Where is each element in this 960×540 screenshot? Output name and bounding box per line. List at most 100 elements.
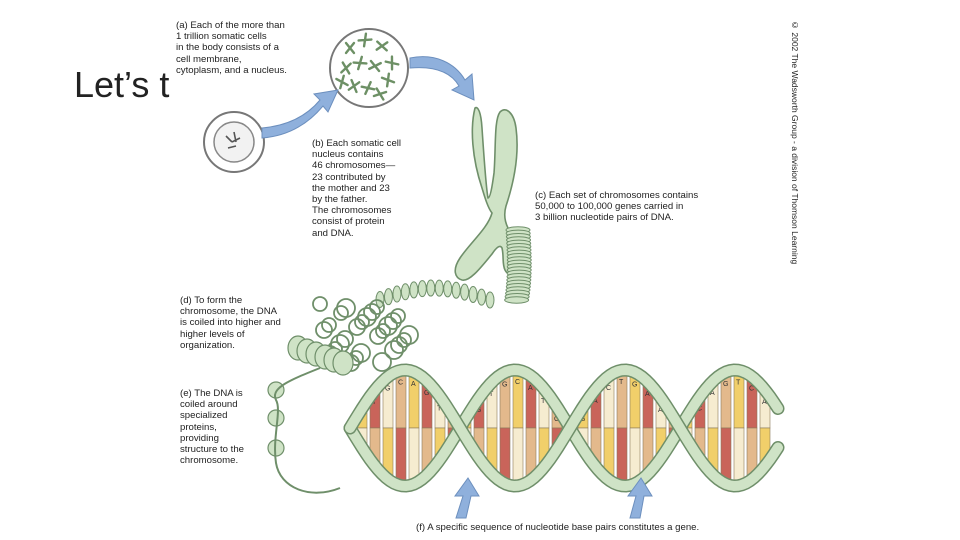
base-letter: T — [437, 406, 442, 413]
label-b-line: by the father. — [312, 194, 368, 206]
coil-loop — [400, 283, 410, 301]
base-letter: G — [723, 381, 728, 388]
base-bar — [395, 427, 407, 486]
label-e-line: coiled around — [180, 399, 238, 411]
cell-icon — [203, 111, 265, 173]
label-b-line: (b) Each somatic cell — [312, 138, 402, 149]
chromatin-loop — [384, 312, 402, 330]
base-letter: A — [645, 391, 650, 398]
chromatin-loop — [333, 305, 349, 321]
chromatin-loop — [348, 318, 366, 336]
copyright-credit: © 2002 The Wadsworth Group - a division … — [790, 20, 800, 265]
base-letter: G — [476, 407, 481, 414]
label-a-line: in the body consists of a — [176, 42, 279, 54]
label-a-line: cell membrane, — [176, 53, 242, 65]
label-e-line: providing — [180, 432, 219, 444]
mini-chromosome — [380, 72, 396, 88]
coil-loop — [434, 279, 444, 297]
label-b-line: consist of protein — [312, 216, 385, 228]
base-letter: A — [411, 381, 416, 388]
base-letter: C — [697, 406, 702, 413]
coil-loop — [485, 291, 495, 309]
slide-title: Let’s t — [74, 64, 170, 105]
chromatin-loop — [369, 327, 387, 345]
base-letter: T — [619, 379, 624, 386]
mini-chromosome — [347, 78, 361, 94]
chromatin-loop — [369, 299, 385, 315]
mini-chromosome — [384, 55, 400, 71]
base-bar — [512, 427, 524, 487]
mini-chromosome — [335, 74, 349, 90]
chromatin-loop — [390, 308, 406, 324]
mini-chromosome — [344, 41, 356, 55]
coil-loop — [451, 281, 461, 299]
label-a-line: cytoplasm, and a nucleus. — [176, 64, 287, 76]
label-f: (f) A specific sequence of nucleotide ba… — [416, 522, 699, 533]
base-letter: G — [385, 386, 390, 393]
label-b-line: nucleus contains — [312, 149, 384, 161]
chromatin-loop — [315, 321, 333, 339]
helix-strand-b — [345, 364, 783, 492]
mini-chromosome — [375, 40, 389, 52]
label-a-line: (a) Each of the more than — [176, 20, 285, 31]
label-f-line: (f) A specific sequence of nucleotide ba… — [416, 522, 700, 533]
chromatin-loop — [363, 303, 381, 321]
base-letter: A — [710, 390, 715, 397]
base-letter: C — [515, 379, 520, 386]
base-letter: T — [541, 398, 546, 405]
label-d-line: (d) To form the — [180, 295, 243, 306]
label-e-line: chromosome. — [180, 455, 239, 467]
coiled-dna-fiber — [375, 226, 532, 309]
label-d-line: higher levels of — [180, 328, 245, 340]
chromatin-loop — [321, 317, 337, 333]
label-d-line: organization. — [180, 339, 235, 351]
base-letter: C — [749, 386, 754, 393]
label-c-line: 50,000 to 100,000 genes carried in — [535, 201, 684, 213]
base-letter: C — [398, 379, 403, 386]
base-letter: A — [528, 385, 533, 392]
chromatin-loop — [357, 307, 377, 327]
label-e-line: proteins, — [180, 421, 217, 433]
base-letter: C — [554, 416, 559, 423]
chromatin-loop — [354, 314, 370, 330]
label-d-line: is coiled into higher and — [180, 317, 281, 329]
mini-chromosome — [368, 59, 382, 73]
label-c-line: (c) Each set of chromosomes contains — [535, 190, 699, 201]
coil-loop — [504, 296, 530, 304]
arrow-gene-left — [454, 477, 480, 519]
label-b-line: The chromosomes — [312, 205, 392, 217]
base-letter: T — [736, 379, 741, 386]
chromatin-loop — [396, 332, 412, 348]
coil-loop — [409, 281, 419, 299]
label-b-line: 23 contributed by — [312, 171, 386, 183]
base-letter: G — [424, 390, 429, 397]
base-letter: G — [632, 381, 637, 388]
chromatin-loop — [336, 298, 356, 318]
label-c-line: 3 billion nucleotide pairs of DNA. — [535, 212, 674, 224]
mini-chromosome — [357, 32, 373, 48]
coil-loop — [443, 280, 453, 298]
coil-loop — [392, 285, 402, 303]
coil-loop — [477, 288, 487, 306]
arrow-nucleus-to-chromosome — [409, 56, 475, 101]
helix-strand-a — [345, 364, 783, 492]
base-letter: T — [489, 391, 494, 398]
label-b-line: the mother and 23 — [312, 182, 390, 194]
base-letter: A — [593, 398, 598, 405]
base-letter: A — [762, 399, 767, 406]
nucleosome — [332, 350, 354, 376]
nucleus-chromosomes — [335, 32, 400, 101]
arrow-cell-to-nucleus — [261, 89, 339, 139]
chromatin-loop — [336, 330, 354, 348]
label-a-line: 1 trillion somatic cells — [176, 31, 267, 43]
label-b-line: 46 chromosomes— — [312, 160, 396, 172]
mini-chromosome — [340, 61, 352, 75]
base-letter: T — [372, 399, 377, 406]
